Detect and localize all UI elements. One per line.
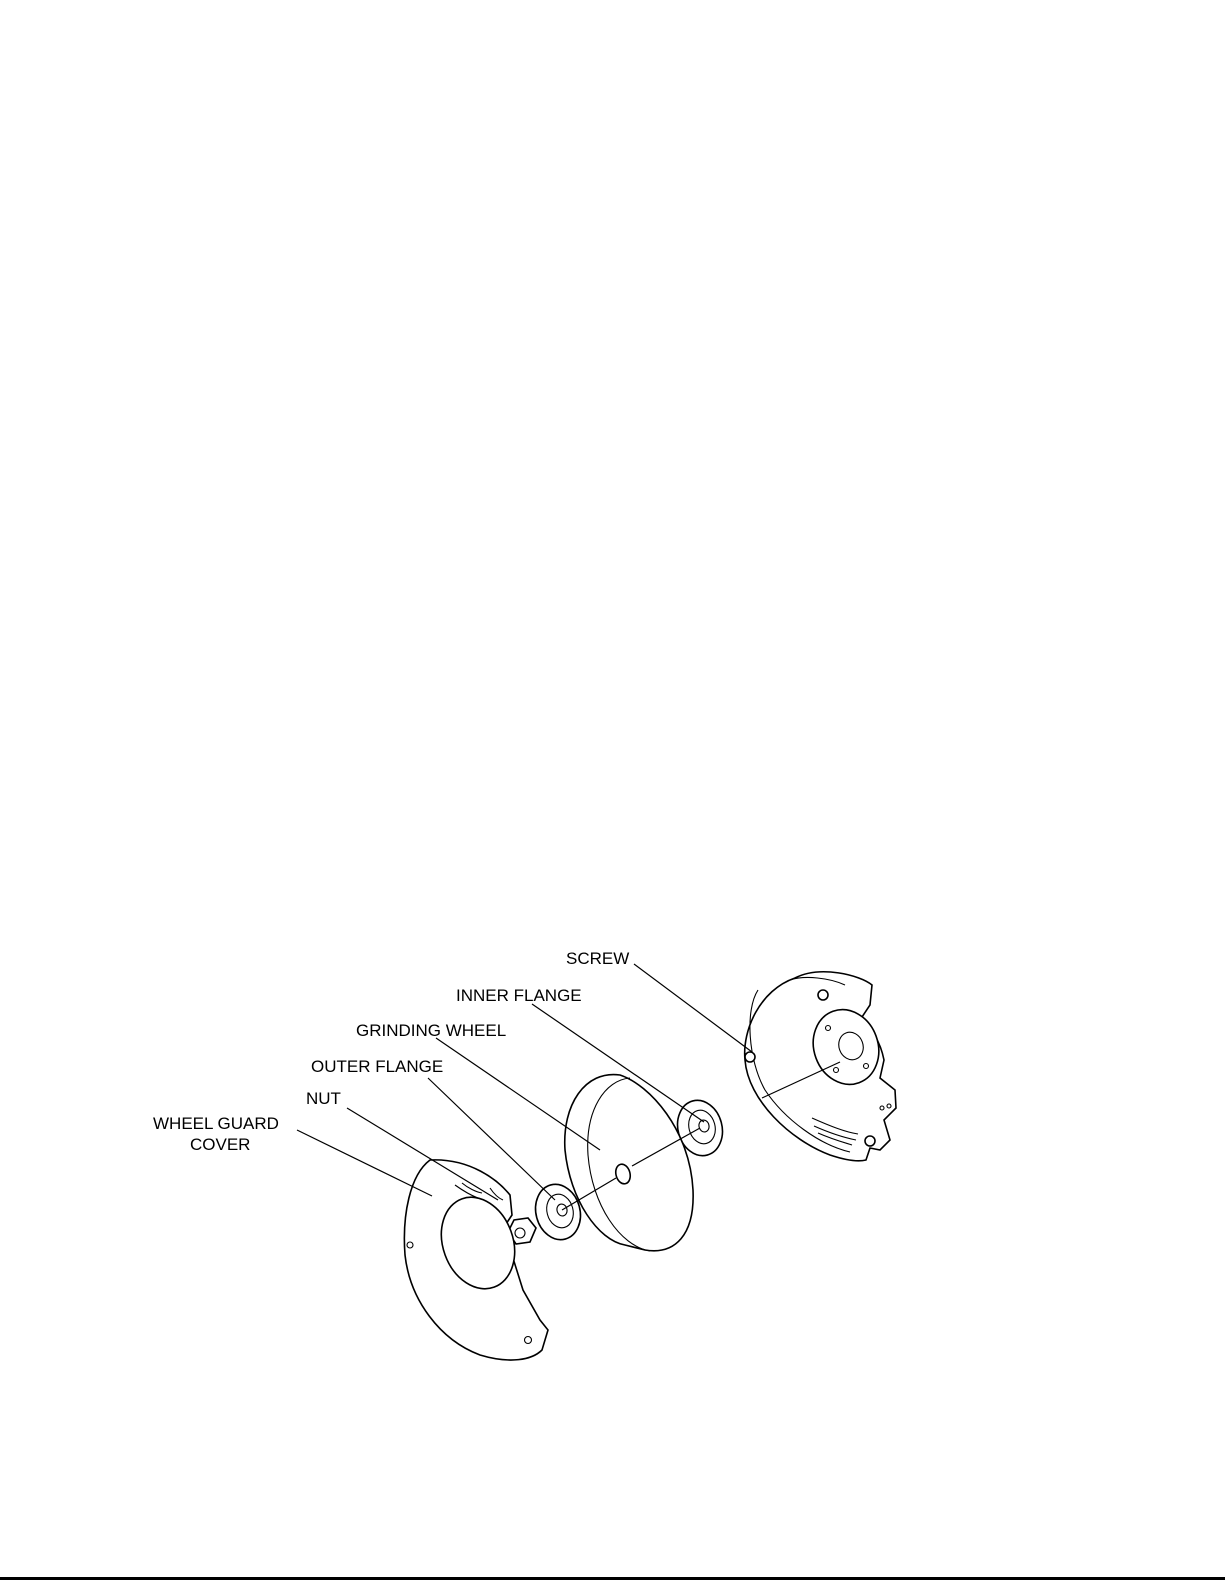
- label-outer-flange: OUTER FLANGE: [311, 1057, 443, 1076]
- wheel-guard-cover: [404, 1160, 548, 1360]
- label-grinding-wheel: GRINDING WHEEL: [356, 1021, 506, 1040]
- label-inner-flange: INNER FLANGE: [456, 986, 582, 1005]
- label-wheel-guard-cover: COVER: [190, 1135, 250, 1154]
- page-bottom-rule: [0, 1577, 1225, 1580]
- label-screw: SCREW: [566, 949, 629, 968]
- rear-wheel-guard: [745, 972, 896, 1161]
- label-wheel-guard: WHEEL GUARD: [153, 1114, 279, 1133]
- label-nut: NUT: [306, 1089, 341, 1108]
